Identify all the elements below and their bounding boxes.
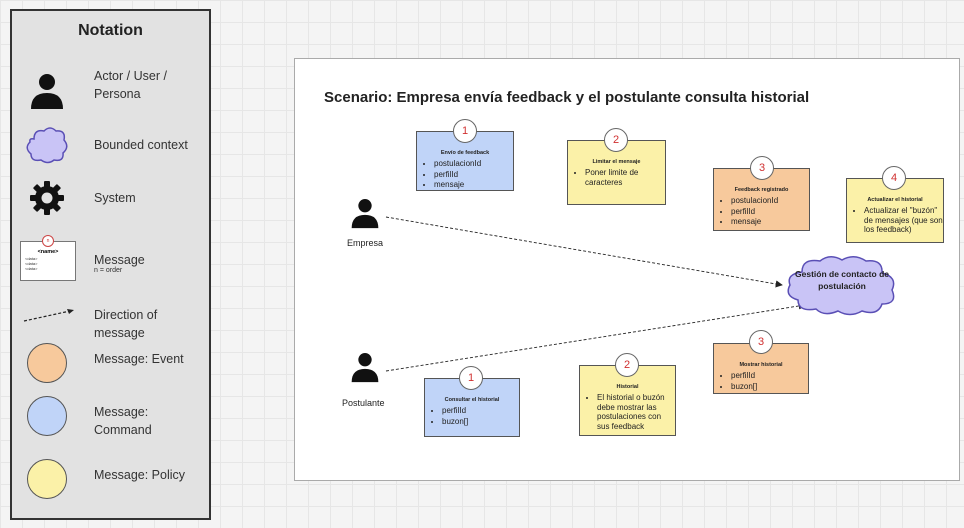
message-card-name: <name> [37, 249, 59, 255]
arrow-postulante-to-context [385, 302, 806, 372]
scenario-title: Scenario: Empresa envía feedback y el po… [324, 89, 810, 106]
legend-label-command: Message: Command [94, 405, 152, 437]
actor-icon [350, 198, 380, 235]
dashed-arrow-icon [22, 290, 78, 340]
legend-label-actor: Actor / User / Persona [94, 69, 167, 101]
message-items: El historial o buzón debe mostrar las po… [580, 393, 675, 431]
orange-circle-icon [22, 338, 72, 388]
cloud-icon [22, 120, 72, 170]
legend-sublabel-message: n = order [94, 267, 123, 274]
message-order-badge: 3 [749, 330, 773, 354]
legend-item-actor: Actor / User / Persona [12, 63, 209, 123]
message-order-badge: 1 [453, 119, 477, 143]
legend-label-direction: Direction of message [94, 308, 158, 340]
notation-title: Notation [78, 22, 143, 39]
legend-item-command: Message: Command [12, 388, 209, 448]
message-title: Consultar el historial [444, 397, 500, 403]
bounded-context-label: Gestión de contacto de postulación [795, 269, 889, 291]
message-title: Limitar el mensaje [592, 159, 641, 165]
legend-label-event: Message: Event [94, 352, 184, 366]
message-title: Historial [616, 384, 639, 390]
message-items: postulacionId perfilId mensaje [714, 196, 809, 227]
message-card-icon: n <name> <data> <data> <data> [20, 235, 78, 283]
cloud-icon [787, 256, 895, 316]
message-order-badge: 1 [459, 366, 483, 390]
actor-label-empresa: Empresa [347, 238, 384, 248]
message-items: perfilId buzon[] [714, 371, 808, 391]
actor-label-postulante: Postulante [342, 398, 385, 408]
legend-item-policy: Message: Policy [12, 451, 209, 511]
message-order-badge: 3 [750, 156, 774, 180]
arrow-empresa-to-context [385, 216, 783, 288]
message-items: Actualizar el "buzón" de mensajes (que s… [847, 206, 943, 235]
message-title: Envío de feedback [440, 150, 490, 156]
yellow-circle-icon [22, 454, 72, 504]
bounded-context-cloud[interactable] [780, 252, 902, 323]
message-order-badge: 2 [604, 128, 628, 152]
legend-item-message: n <name> <data> <data> <data> Message n … [12, 233, 209, 293]
message-title: Feedback registrado [734, 187, 789, 193]
actor-icon [350, 352, 380, 389]
legend-label-system: System [94, 191, 136, 205]
message-card-lines: <data> <data> <data> [25, 256, 38, 271]
legend-item-direction: Direction of message [12, 286, 209, 346]
message-order-badge: 4 [882, 166, 906, 190]
gear-icon [22, 173, 72, 223]
message-order-badge: 2 [615, 353, 639, 377]
message-items: perfilId buzon[] [425, 406, 519, 426]
legend-label-message: Message [94, 253, 145, 267]
legend-label-policy: Message: Policy [94, 468, 186, 482]
message-title: Mostrar historial [739, 362, 783, 368]
message-order-badge: n [42, 235, 54, 247]
message-items: postulacionId perfilId mensaje [417, 159, 513, 190]
notation-panel: Notation Actor / User / Persona Bounded … [10, 9, 211, 520]
legend-item-system: System [12, 169, 209, 229]
actor-icon [22, 67, 72, 117]
message-title: Actualizar el historial [867, 197, 923, 203]
legend-label-bounded-context: Bounded context [94, 138, 188, 152]
message-items: Poner limite de caracteres [568, 168, 665, 187]
legend-item-event: Message: Event [12, 335, 209, 395]
blue-circle-icon [22, 391, 72, 441]
legend-item-bounded-context: Bounded context [12, 116, 209, 176]
